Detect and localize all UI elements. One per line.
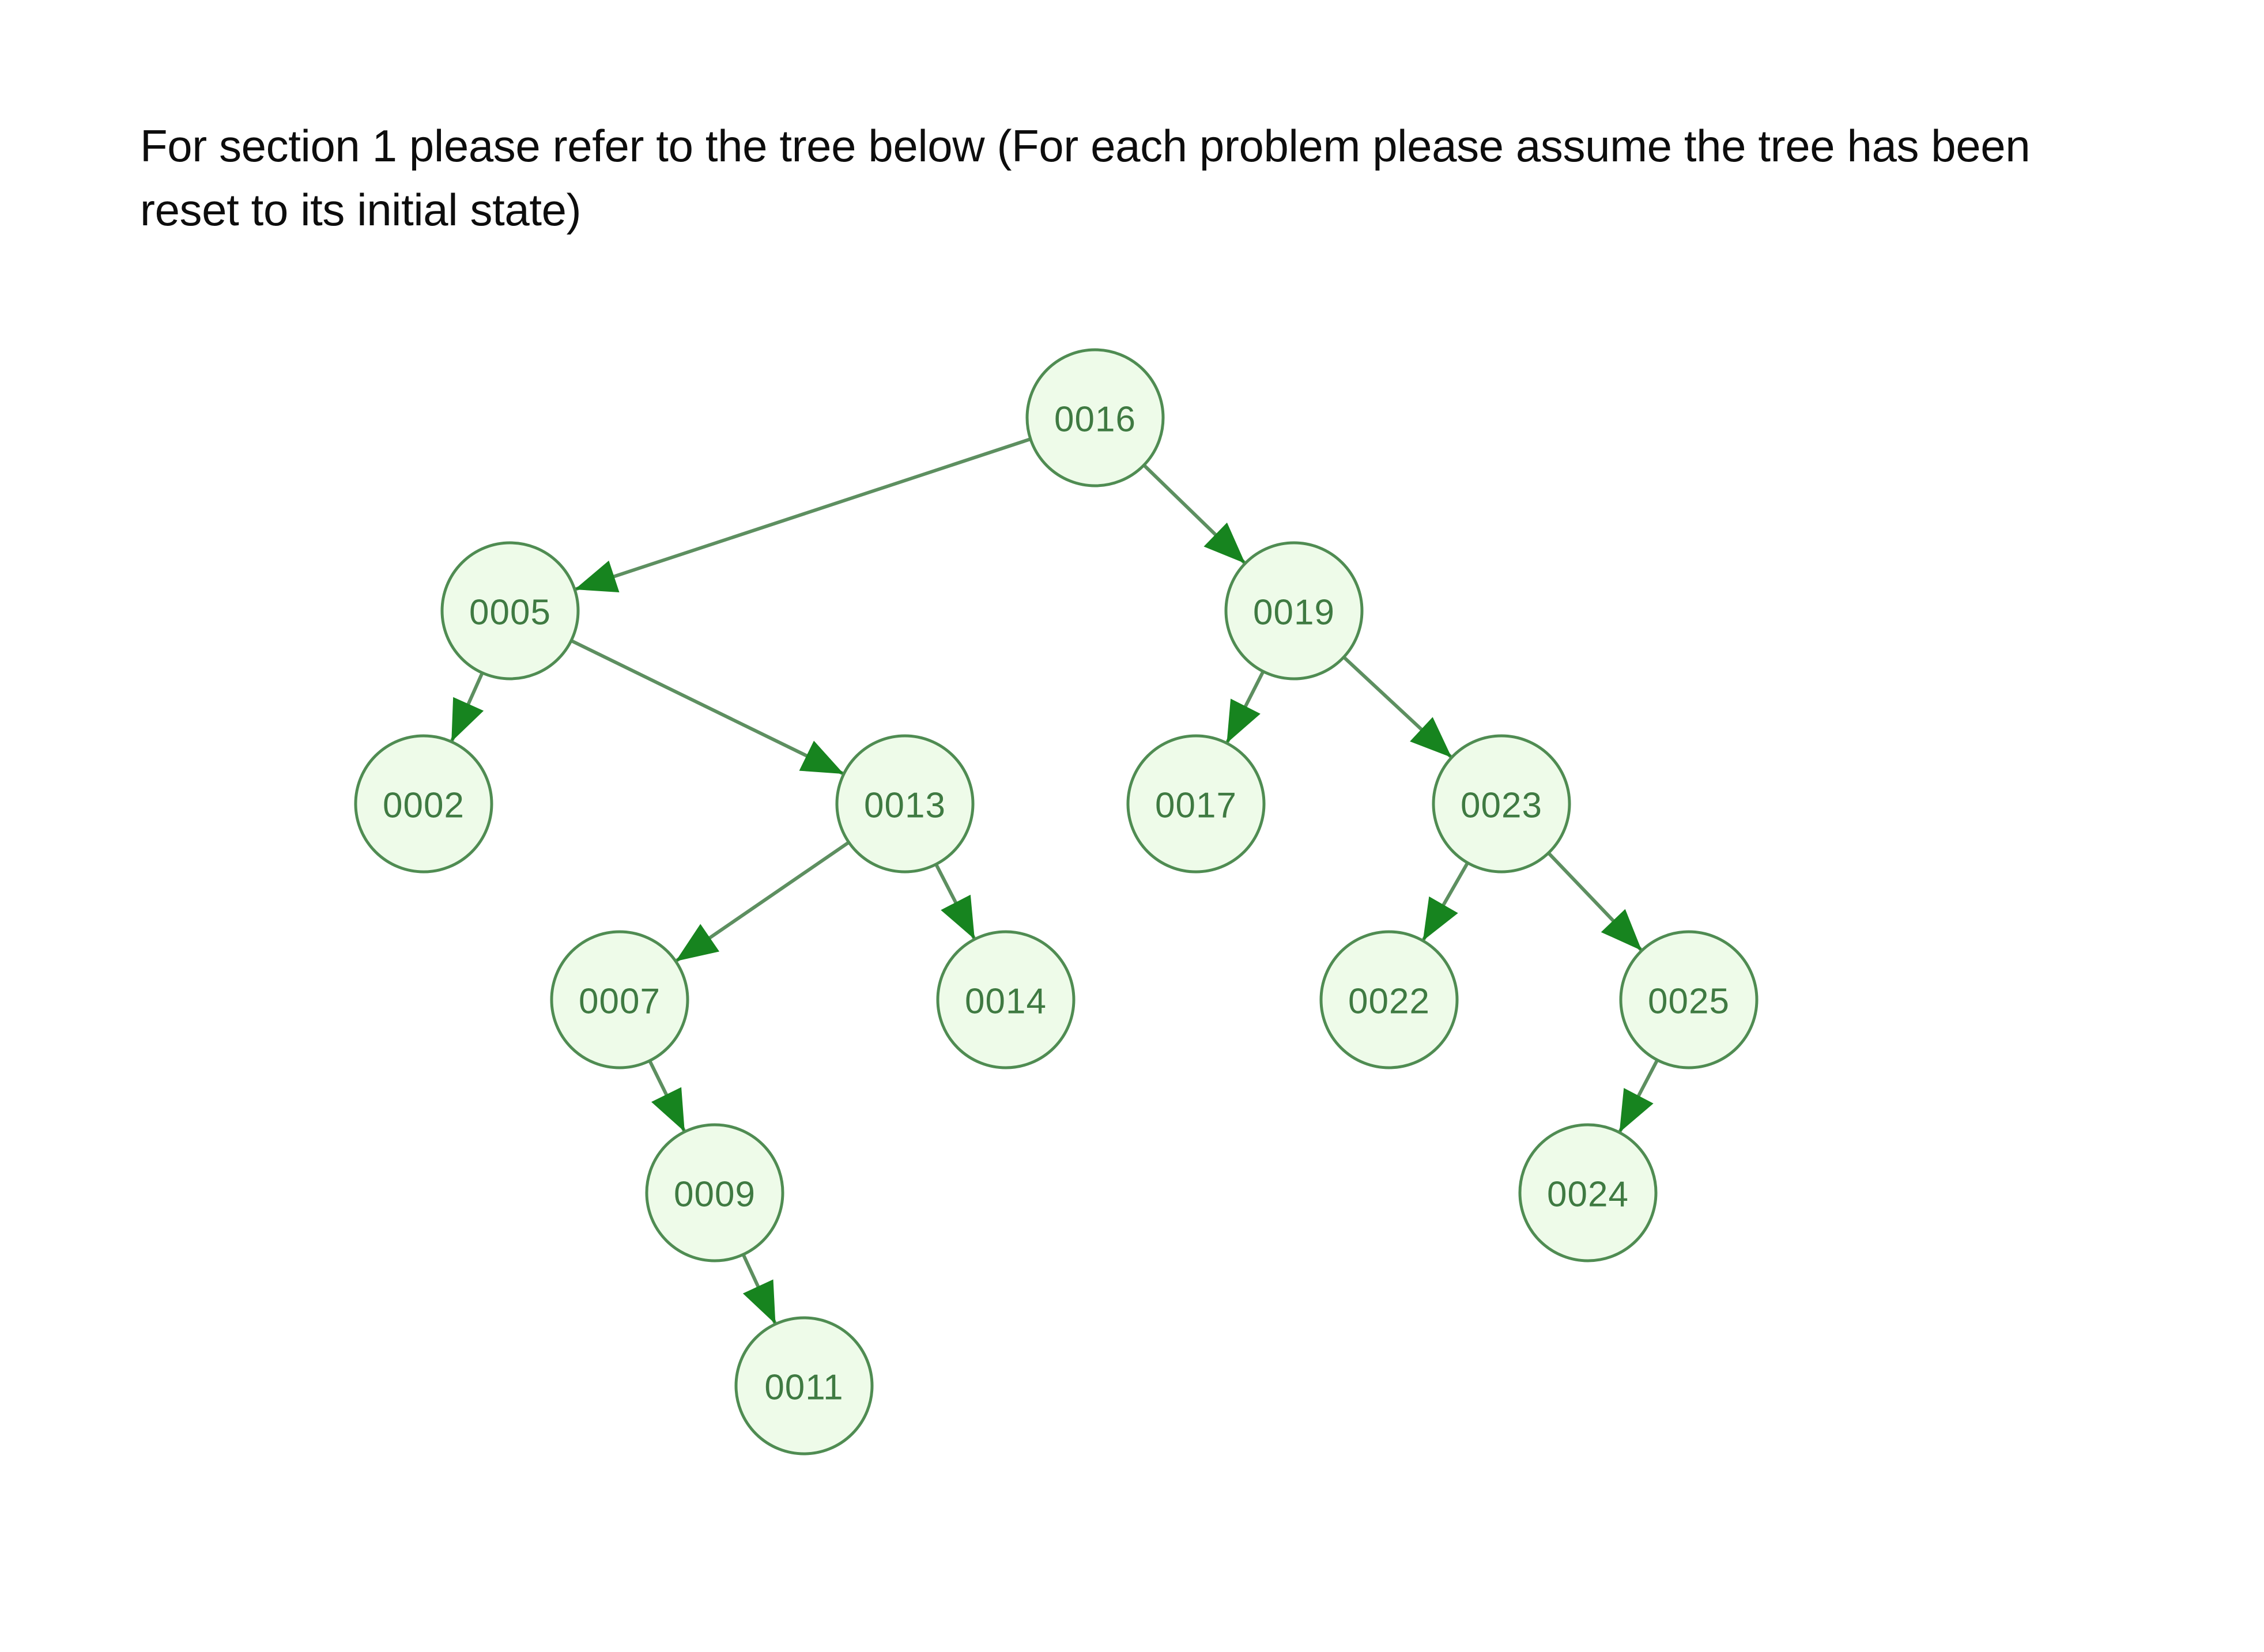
node-label: 0007 xyxy=(579,982,661,1022)
node-label: 0022 xyxy=(1348,982,1430,1022)
tree-node-0013[interactable]: 0013 xyxy=(835,734,975,874)
tree-edge xyxy=(1342,656,1453,759)
node-label: 0024 xyxy=(1547,1175,1629,1215)
tree-node-0002[interactable]: 0002 xyxy=(354,734,493,874)
node-circle xyxy=(734,1316,874,1456)
arrow-head-icon xyxy=(1203,522,1246,564)
tree-node-0011[interactable]: 0011 xyxy=(734,1316,874,1456)
node-circle xyxy=(1319,930,1459,1069)
tree-edge xyxy=(648,1060,686,1133)
tree-svg: 0016 0005 0019 0002 0013 0017 0023 0007 0014 0022… xyxy=(354,348,1759,1456)
tree-node-0022[interactable]: 0022 xyxy=(1319,930,1459,1069)
tree-node-0019[interactable]: 0019 xyxy=(1224,541,1364,681)
tree-node-0016[interactable]: 0016 xyxy=(1025,348,1165,487)
tree-edge xyxy=(934,863,976,940)
node-label: 0005 xyxy=(469,593,551,633)
arrow-head-icon xyxy=(651,1087,685,1132)
node-circle xyxy=(1432,734,1571,874)
arrow-head-icon xyxy=(799,740,844,774)
node-circle xyxy=(936,930,1076,1069)
node-label: 0016 xyxy=(1054,400,1136,440)
tree-edge xyxy=(1142,464,1247,565)
node-circle xyxy=(354,734,493,874)
tree-edge xyxy=(570,639,845,776)
node-label: 0013 xyxy=(864,786,946,826)
tree-node-0025[interactable]: 0025 xyxy=(1619,930,1759,1069)
arrow-head-icon xyxy=(941,894,975,940)
node-label: 0011 xyxy=(764,1368,843,1408)
arrow-head-icon xyxy=(742,1279,776,1324)
node-label: 0017 xyxy=(1155,786,1237,826)
arrow-head-icon xyxy=(575,560,620,592)
node-label: 0023 xyxy=(1461,786,1542,826)
tree-edge xyxy=(1225,670,1265,744)
tree-node-0009[interactable]: 0009 xyxy=(645,1123,784,1262)
tree-node-0023[interactable]: 0023 xyxy=(1432,734,1571,874)
arrow-head-icon xyxy=(1422,896,1458,941)
node-label: 0025 xyxy=(1648,982,1730,1022)
arrow-head-icon xyxy=(676,924,720,962)
edges-layer xyxy=(450,437,1659,1325)
node-circle xyxy=(1518,1123,1658,1262)
tree-edge xyxy=(1547,852,1643,952)
node-label: 0002 xyxy=(383,786,465,826)
tree-edge xyxy=(741,1253,778,1325)
tree-edge xyxy=(574,437,1031,592)
nodes-layer: 0016 0005 0019 0002 0013 0017 0023 0007 0014 0022… xyxy=(354,348,1759,1456)
instructions-text: For section 1 please refer to the tree b… xyxy=(140,120,2031,235)
node-label: 0019 xyxy=(1253,593,1335,633)
tree-node-0007[interactable]: 0007 xyxy=(550,930,689,1069)
arrow-head-icon xyxy=(1601,909,1642,951)
tree-edge xyxy=(1421,861,1469,942)
arrow-head-icon xyxy=(1227,698,1261,743)
tree-node-0017[interactable]: 0017 xyxy=(1126,734,1266,874)
node-circle xyxy=(550,930,689,1069)
binary-tree-diagram: 0016 0005 0019 0002 0013 0017 0023 0007 0014 0022… xyxy=(0,248,2264,1573)
arrow-head-icon xyxy=(451,697,484,742)
arrow-head-icon xyxy=(1619,1088,1654,1133)
node-label: 0014 xyxy=(965,982,1047,1022)
node-circle xyxy=(1126,734,1266,874)
node-circle xyxy=(1619,930,1759,1069)
tree-node-0024[interactable]: 0024 xyxy=(1518,1123,1658,1262)
node-circle xyxy=(1224,541,1364,681)
tree-edge xyxy=(674,841,850,963)
tree-edge xyxy=(1617,1059,1659,1133)
tree-node-0005[interactable]: 0005 xyxy=(440,541,580,681)
node-label: 0009 xyxy=(674,1175,756,1215)
tree-node-0014[interactable]: 0014 xyxy=(936,930,1076,1069)
node-circle xyxy=(645,1123,784,1262)
node-circle xyxy=(835,734,975,874)
tree-edge xyxy=(450,672,484,743)
node-circle xyxy=(440,541,580,681)
arrow-head-icon xyxy=(1410,717,1452,758)
node-circle xyxy=(1025,348,1165,487)
